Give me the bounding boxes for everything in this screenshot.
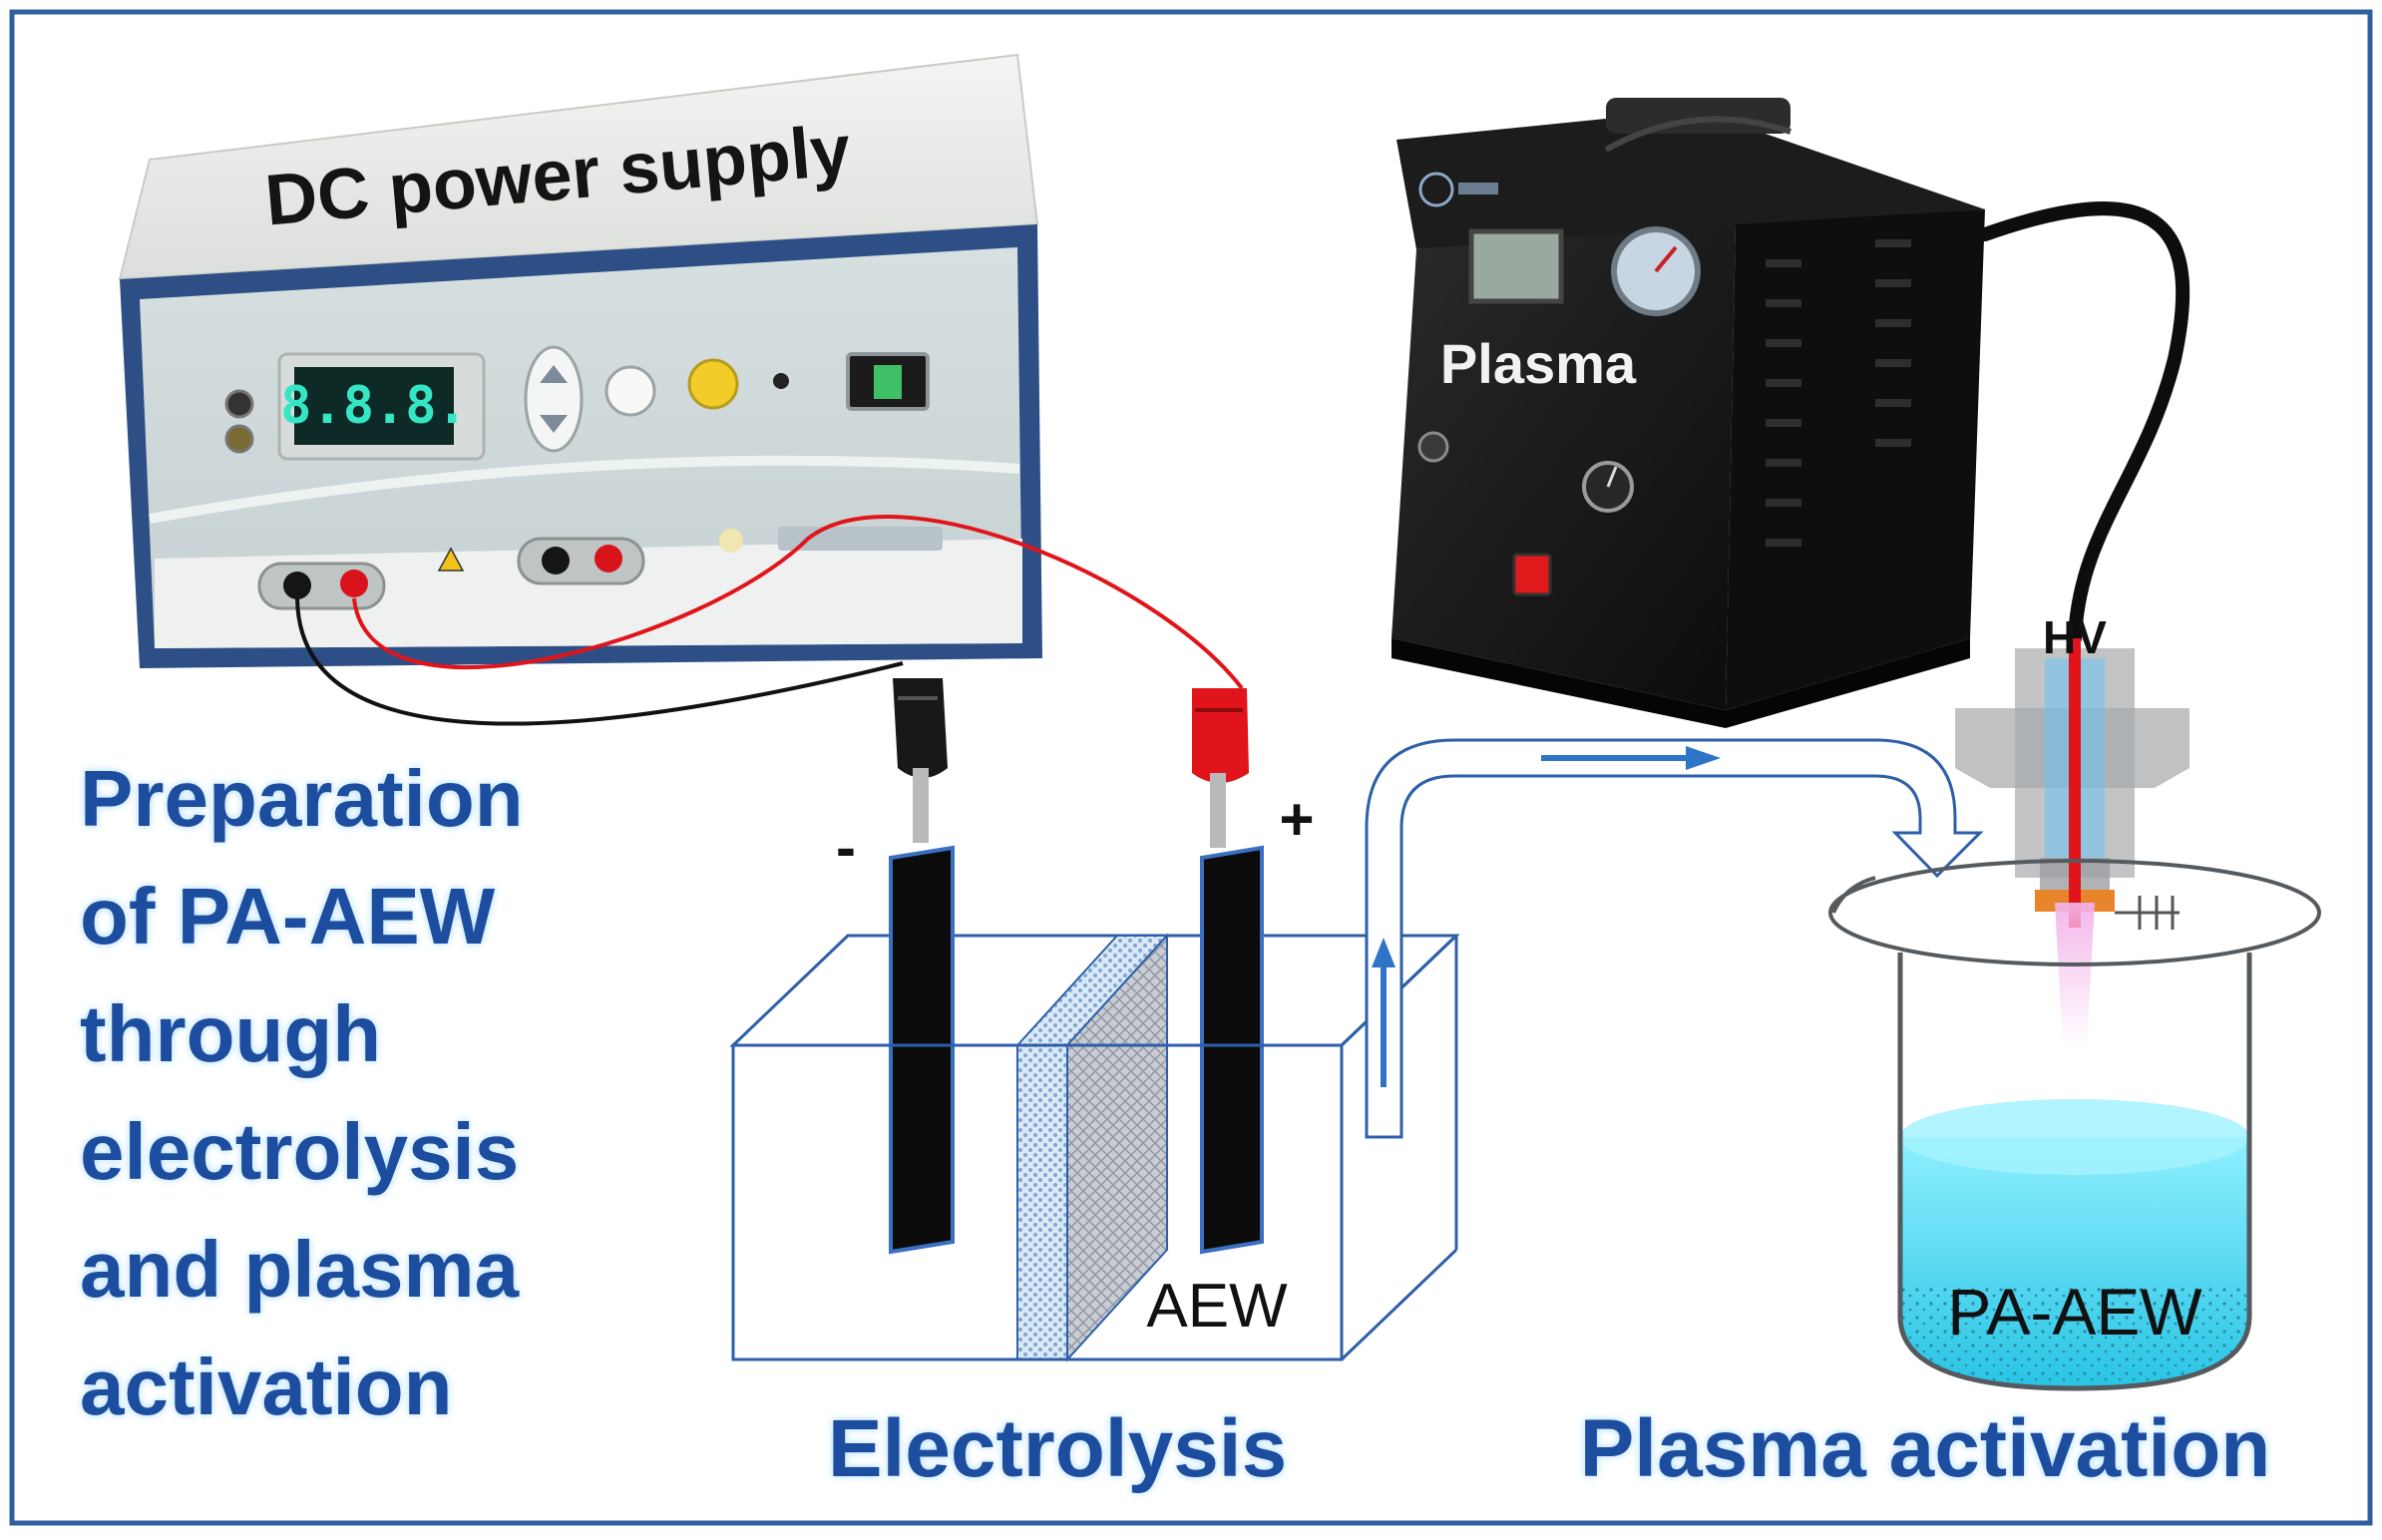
description-line: activation	[80, 1343, 452, 1431]
description-line: of PA-AEW	[80, 872, 496, 961]
plasma-plume	[2055, 903, 2095, 1047]
flow-arrow-up-head	[1372, 938, 1395, 967]
membrane-mesh-face	[1066, 933, 1168, 1362]
plasma-handle-grip	[1604, 116, 1791, 153]
beaker-rim	[1828, 859, 2321, 966]
plasma-generator-icon: Plasma	[1391, 98, 1985, 728]
plasma-base	[1391, 638, 1970, 728]
description-line: electrolysis	[80, 1107, 519, 1196]
knob-pointer	[1606, 466, 1618, 488]
beaker-wall	[1897, 953, 2252, 1391]
flow-arrow-right-head	[1686, 746, 1721, 770]
power-switch-rocker	[874, 365, 902, 399]
dc-power-supply-icon: 8.8.8. DC power supply	[118, 53, 1042, 668]
plasma-side-face	[1726, 209, 1985, 710]
down-arrow-icon	[540, 415, 568, 433]
description-line: and plasma	[80, 1225, 520, 1314]
description-line: Preparation	[80, 754, 524, 843]
plasma-handle	[1606, 98, 1790, 134]
red-alligator-clip	[1192, 688, 1249, 848]
liquid-surface	[1900, 1099, 2249, 1175]
plasma-indicator-light	[1417, 431, 1449, 463]
output-socket-right	[517, 537, 645, 585]
hv-cable	[1978, 201, 2190, 645]
indicator-led	[773, 373, 789, 389]
manufacturer-plate	[778, 527, 943, 551]
red-output-terminal	[340, 570, 368, 597]
beaker-product-label: PA-AEW	[1947, 1275, 2202, 1348]
electrolysis-caption: Electrolysis	[828, 1403, 1287, 1494]
black-output-terminal	[542, 547, 570, 575]
anode-electrode	[1200, 845, 1264, 1255]
ground-electrode-icon	[2115, 896, 2180, 930]
plasma-vents	[1766, 239, 1911, 547]
brand-logo-icon	[719, 529, 743, 553]
black-output-terminal	[283, 572, 311, 599]
liquid-bubbles	[1900, 1287, 2249, 1388]
plasma-label: Plasma	[1440, 332, 1637, 395]
black-wire	[295, 597, 904, 726]
plasma-red-switch	[1512, 553, 1552, 596]
negative-polarity-label: -	[836, 814, 856, 881]
figure-frame	[9, 9, 2373, 1526]
side-terminal	[224, 389, 254, 419]
description-line: through	[80, 989, 381, 1078]
select-key	[604, 365, 656, 417]
cell-bottom-right-edge	[1340, 1248, 1458, 1361]
hv-electrode-red	[2069, 638, 2081, 928]
plasma-front-face	[1391, 224, 1736, 710]
black-alligator-clip	[893, 678, 948, 843]
up-arrow-icon	[540, 365, 568, 383]
plasma-activation-caption: Plasma activation	[1580, 1403, 2271, 1494]
red-output-terminal	[595, 545, 622, 573]
plasma-top	[1396, 110, 1985, 249]
cathode-electrode	[889, 845, 955, 1255]
warning-icon	[437, 547, 465, 572]
electrolysis-product-label: AEW	[1146, 1272, 1288, 1341]
gauge-needle	[1654, 245, 1678, 273]
plasma-lcd-screen	[1468, 228, 1564, 304]
side-terminal	[224, 424, 254, 454]
beaker: PA-AEW	[1828, 859, 2321, 1391]
plasma-brand-logo-icon	[1418, 172, 1454, 207]
electrolysis-cell: AEW	[729, 845, 1460, 1362]
cell-front-face	[731, 1043, 1344, 1361]
plasma-jet-nozzle	[1955, 638, 2189, 1047]
panel-wave-decoration	[149, 455, 1020, 524]
positive-polarity-label: +	[1279, 786, 1314, 853]
led-display-value: 8.8.8.	[280, 376, 468, 436]
start-key	[687, 358, 739, 410]
up-down-key	[524, 345, 584, 453]
transfer-pipe	[1365, 738, 1984, 1139]
beaker-spout	[1831, 876, 1876, 914]
led-display	[294, 367, 454, 445]
hv-label: HV	[2043, 611, 2107, 663]
red-wire	[352, 515, 1244, 690]
plasma-brand-strip	[1458, 183, 1498, 194]
